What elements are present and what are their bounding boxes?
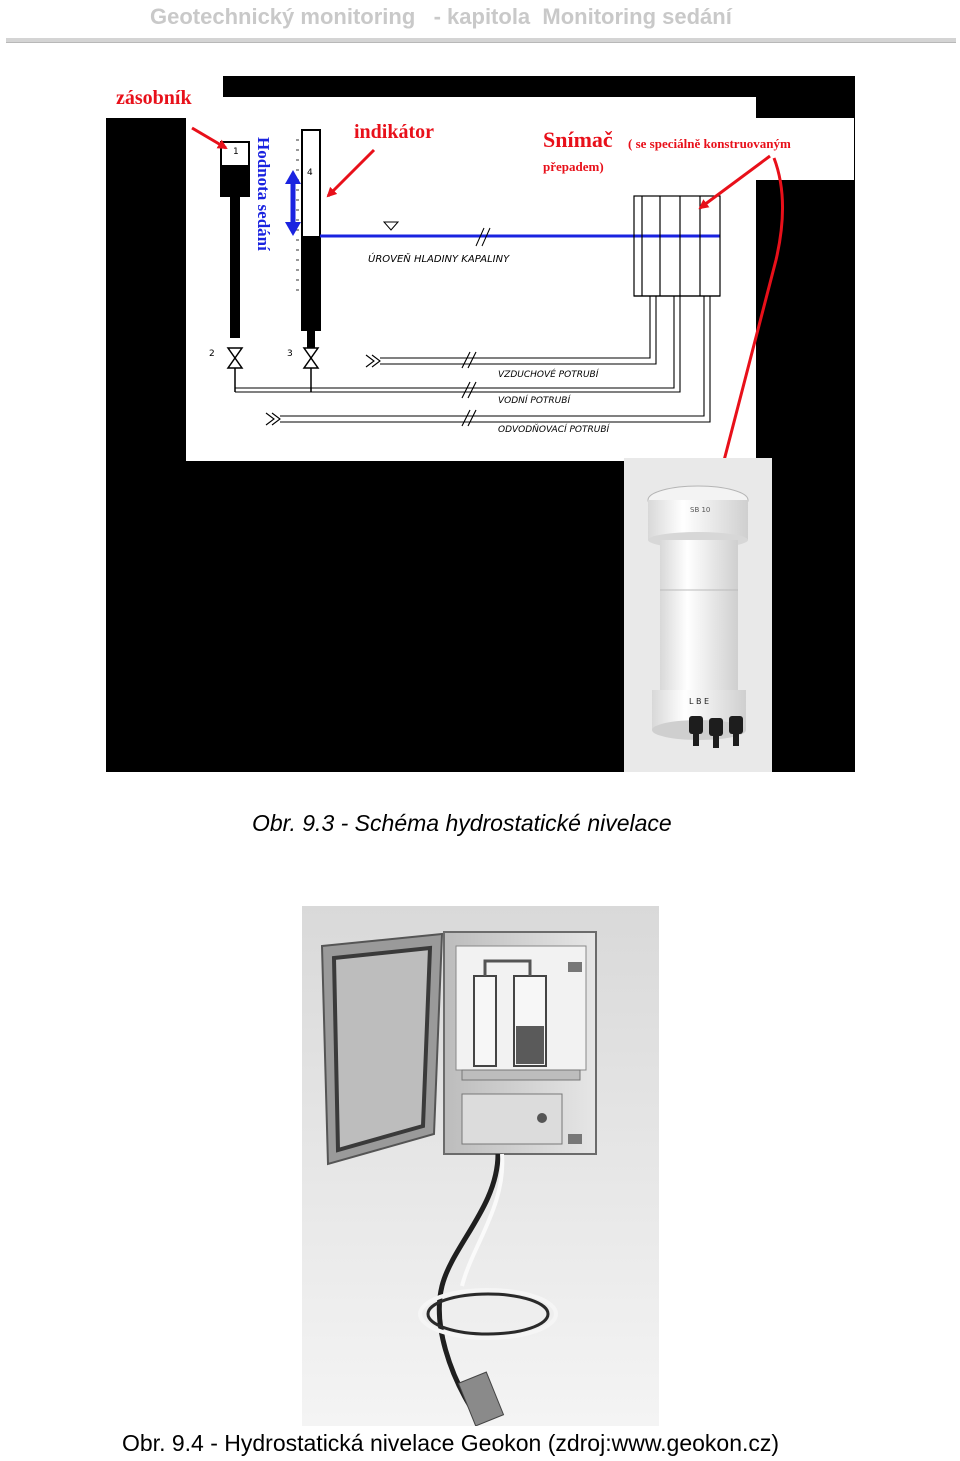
label-settlement-value: Hodnota sedání: [254, 137, 273, 251]
indicator-liquid: [302, 236, 320, 330]
label-indicator: indikátor: [354, 121, 434, 143]
sensor-photo: SB 10 L B E: [624, 458, 772, 772]
reservoir-liquid: [221, 165, 249, 196]
geokon-device-photo: [302, 906, 659, 1426]
num-3: 3: [287, 349, 293, 359]
num-4: 4: [307, 168, 313, 178]
device-connectors: [689, 716, 743, 748]
num-1: 1: [233, 147, 239, 157]
label-drain-pipe: ODVODŇOVACÍ POTRUBÍ: [498, 423, 611, 435]
hydrostatic-levelling-schematic: zásobník indikátor Snímač ( se speciálně…: [0, 0, 960, 790]
label-water-pipe: VODNÍ POTRUBÍ: [498, 394, 571, 406]
label-reservoir: zásobník: [116, 87, 192, 109]
device-letters: L B E: [689, 697, 709, 706]
label-sensor-note: ( se speciálně konstruovaným: [628, 136, 791, 151]
label-sensor: Snímač: [543, 127, 613, 152]
reservoir-pipe: [230, 196, 240, 338]
label-liquid-level: ÚROVEŇ HLADINY KAPALINY: [368, 252, 510, 265]
control-panel: [462, 1094, 562, 1144]
label-sensor-note-2: přepadem): [543, 159, 604, 174]
label-air-pipe: VZDUCHOVÉ POTRUBÍ: [498, 368, 600, 380]
device-model: SB 10: [690, 506, 710, 514]
num-2: 2: [209, 349, 215, 359]
cylinder-left: [474, 976, 496, 1066]
figure-caption-2: Obr. 9.4 - Hydrostatická nivelace Geokon…: [122, 1430, 779, 1457]
figure-caption-1: Obr. 9.3 - Schéma hydrostatické nivelace: [252, 810, 672, 837]
